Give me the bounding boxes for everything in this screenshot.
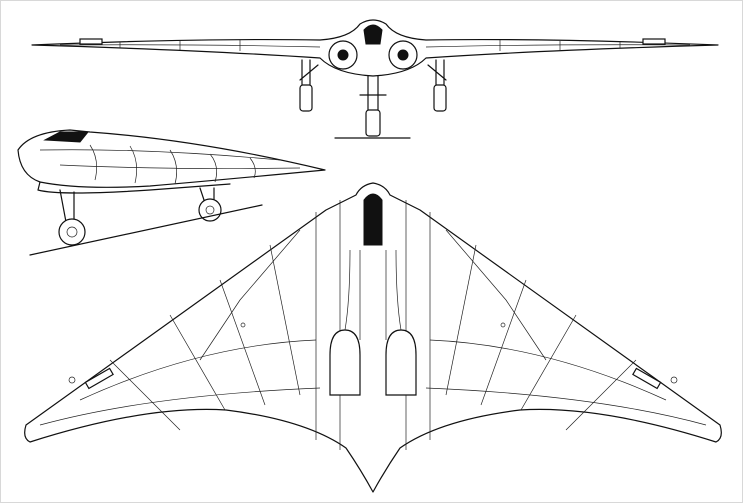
top-view [24, 182, 722, 493]
nose-wheel [58, 218, 86, 246]
front-view [31, 19, 719, 139]
side-view [17, 129, 326, 256]
